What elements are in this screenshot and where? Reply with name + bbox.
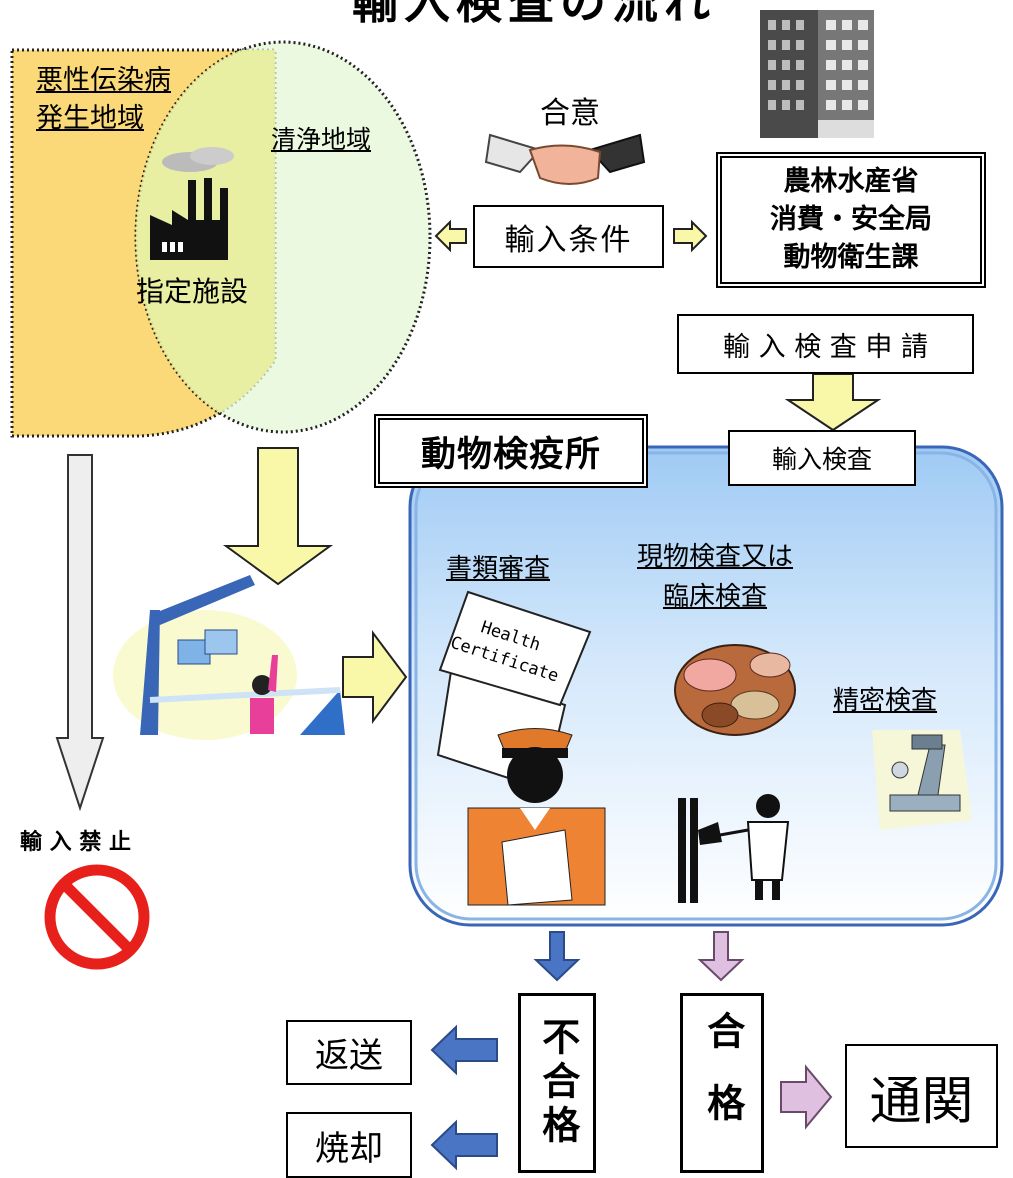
prohibition-sign-icon <box>44 864 150 970</box>
microscope-icon <box>872 730 972 830</box>
arrow-left-incinerate <box>430 1119 498 1171</box>
arrow-down-pass <box>697 931 745 982</box>
handshake-icon <box>484 133 646 185</box>
physical-exam-label: 現物検査又は 臨床検査 <box>637 542 794 612</box>
incinerate-label: 焼却 <box>315 1128 383 1169</box>
inspection-application-label: 輸 入 検 査 申 請 <box>723 331 928 363</box>
arrow-left-to-region <box>434 219 467 253</box>
inspection-application-box: 輸 入 検 査 申 請 <box>677 314 974 374</box>
import-prohibited-label: 輸 入 禁 止 <box>20 830 131 855</box>
import-inspection-box: 輸入検査 <box>728 430 916 486</box>
quarantine-station-title-box: 動物検疫所 <box>374 414 648 488</box>
ministry-line3: 動物衛生課 <box>783 242 919 273</box>
arrow-down-prohibited <box>55 454 105 812</box>
arrow-right-clearance <box>780 1064 833 1130</box>
clean-area-label: 清浄地域 <box>271 125 372 154</box>
disease-area-label: 悪性伝染病 発生地域 <box>36 65 171 134</box>
pass-label: 合格 <box>700 1011 745 1155</box>
incinerate-box: 焼却 <box>286 1112 412 1178</box>
import-conditions-box: 輸入条件 <box>473 205 664 268</box>
import-conditions-label: 輸入条件 <box>504 222 633 258</box>
arrow-right-to-ministry <box>673 219 708 253</box>
fail-box: 不合格 <box>518 993 596 1173</box>
office-building-icon <box>760 10 874 138</box>
ministry-line2: 消費・安全局 <box>770 204 932 235</box>
agreement-label: 合意 <box>540 96 600 131</box>
return-box: 返送 <box>286 1020 412 1085</box>
arrow-down-to-ship <box>222 447 334 586</box>
fail-label: 不合格 <box>535 1017 580 1149</box>
detailed-exam-label: 精密検査 <box>833 686 938 716</box>
veterinarian-icon <box>678 794 790 903</box>
arrow-down-to-station <box>784 373 882 432</box>
customs-clearance-box: 通関 <box>845 1044 998 1148</box>
ministry-box: 農林水産省 消費・安全局 動物衛生課 <box>716 152 986 288</box>
cargo-ship-icon <box>113 575 345 740</box>
import-inspection-label: 輸入検査 <box>771 445 872 474</box>
quarantine-station-title: 動物検疫所 <box>420 434 601 475</box>
page-title: 輸入検査の流れ <box>352 0 716 29</box>
factory-icon <box>150 147 234 260</box>
arrow-right-to-station <box>342 630 408 724</box>
customs-clearance-label: 通関 <box>869 1071 974 1132</box>
designated-facility-label: 指定施設 <box>136 275 249 308</box>
overlap-region <box>136 50 275 432</box>
arrow-left-return <box>430 1024 498 1076</box>
meat-products-icon <box>674 644 796 736</box>
arrow-down-fail <box>533 931 581 982</box>
return-label: 返送 <box>315 1036 383 1076</box>
pass-box: 合格 <box>680 993 764 1173</box>
inspector-officer-icon <box>467 728 606 906</box>
ministry-line1: 農林水産省 <box>783 166 919 197</box>
document-review-label: 書類審査 <box>446 554 551 584</box>
